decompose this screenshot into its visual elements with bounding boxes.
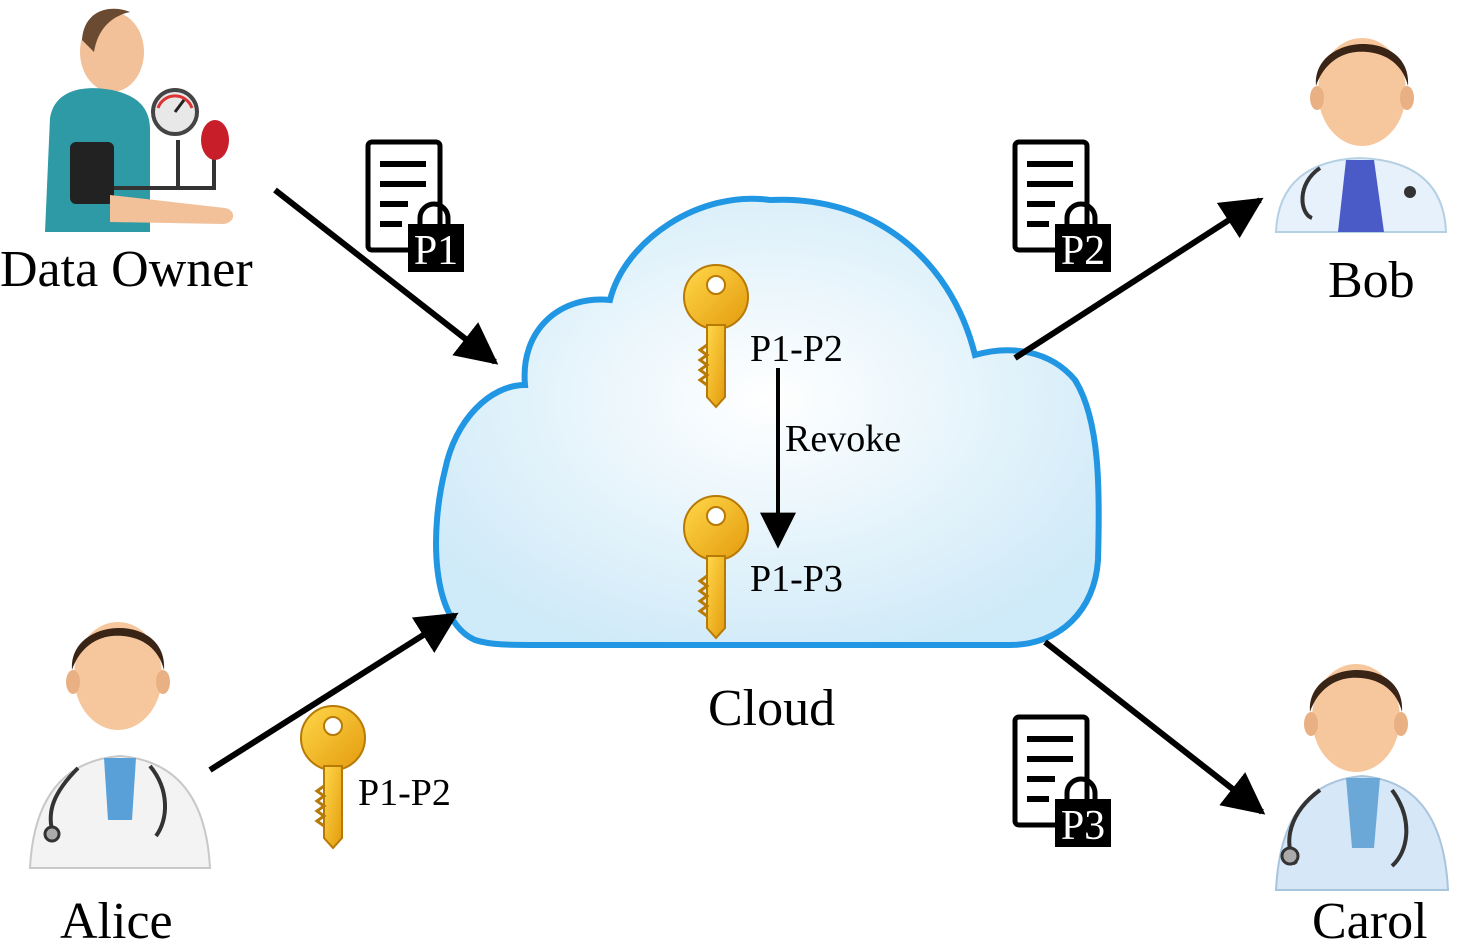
arrow-cloud-to-bob [1013, 197, 1264, 361]
svg-text:P2: P2 [1061, 228, 1105, 274]
key-label-after: P1-P3 [750, 558, 843, 600]
svg-text:P3: P3 [1061, 803, 1105, 849]
svg-text:P1: P1 [414, 228, 458, 274]
data-owner-label: Data Owner [0, 241, 253, 298]
patient-blood-pressure-icon [45, 8, 234, 232]
arrow-cloud-to-carol [1043, 639, 1266, 815]
locked-document-p3: P3 [1015, 717, 1111, 849]
doctor-icon [28, 622, 212, 869]
doctor-icon [1274, 664, 1450, 891]
key-label-before: P1-P2 [750, 328, 843, 370]
bob-label: Bob [1328, 252, 1415, 309]
alice-key-label: P1-P2 [358, 772, 451, 814]
locked-document-p1: P1 [368, 142, 464, 274]
arrow-owner-to-cloud [273, 187, 499, 365]
alice-label: Alice [60, 893, 173, 950]
cloud-label: Cloud [708, 680, 836, 737]
key-icon [299, 704, 367, 850]
cloud-shape [433, 195, 1102, 648]
revoke-label: Revoke [785, 418, 902, 460]
doctor-icon [1274, 38, 1448, 233]
locked-document-p2: P2 [1015, 142, 1111, 274]
arrow-alice-to-cloud [208, 612, 459, 773]
carol-label: Carol [1312, 893, 1428, 950]
